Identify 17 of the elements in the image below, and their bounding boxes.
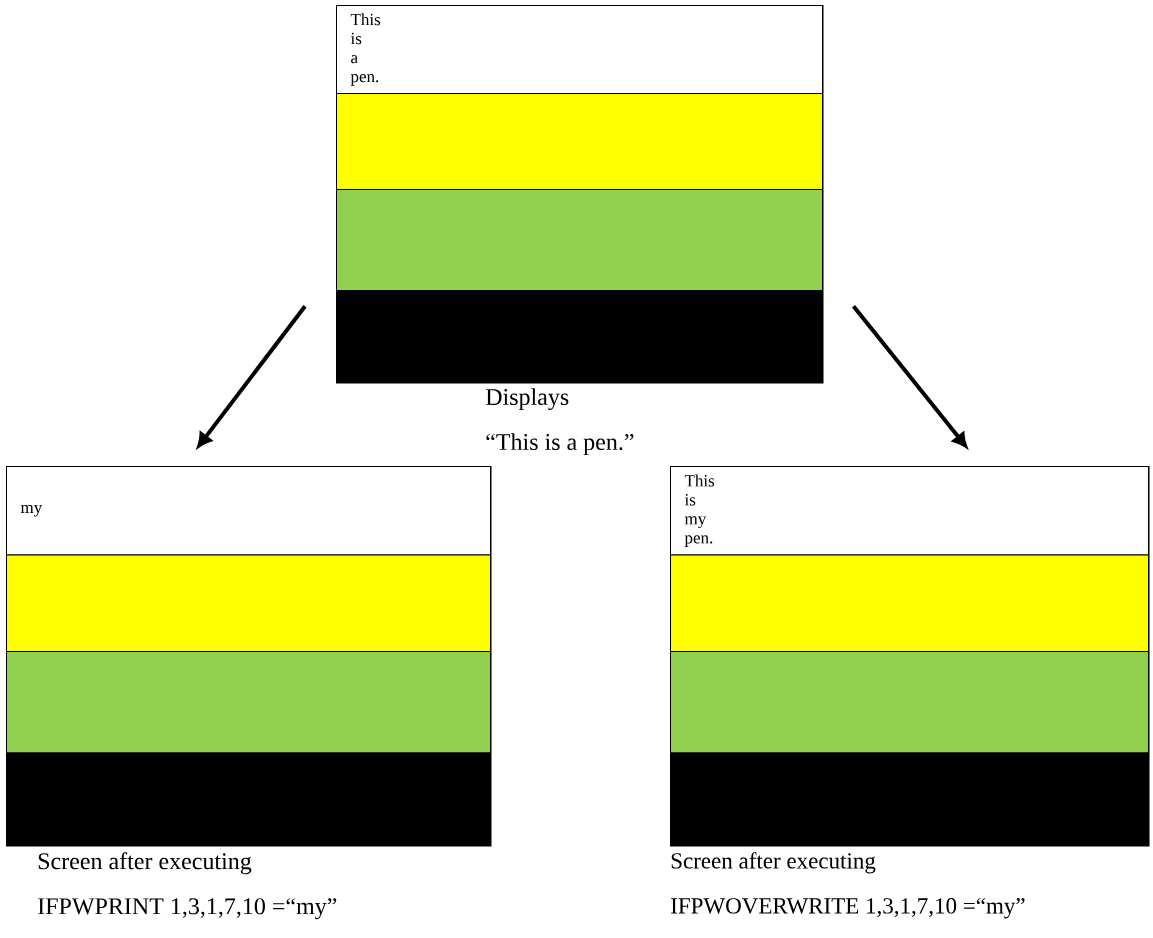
arrow <box>197 305 307 448</box>
node-label: Screen after executing IFPWOVERWRITE 1,3,1,7,10 =“my” <box>671 852 1025 919</box>
color-band <box>6 752 491 846</box>
color-band <box>336 189 823 291</box>
color-band <box>336 93 823 190</box>
color-band <box>670 752 1149 846</box>
node-label: Displays “This is a pen.” <box>485 388 634 455</box>
text-band: This is my pen. <box>670 466 1149 556</box>
node-label: Screen after executing IFPWPRINT 1,3,1,7,10 =“my” <box>38 852 337 920</box>
color-band <box>6 651 491 754</box>
color-band <box>336 290 823 383</box>
text-band: This is a pen. <box>336 5 823 94</box>
color-band <box>670 651 1149 754</box>
color-band <box>670 554 1149 652</box>
arrow <box>851 305 967 448</box>
color-band <box>6 554 491 652</box>
text-band: my <box>6 466 491 556</box>
